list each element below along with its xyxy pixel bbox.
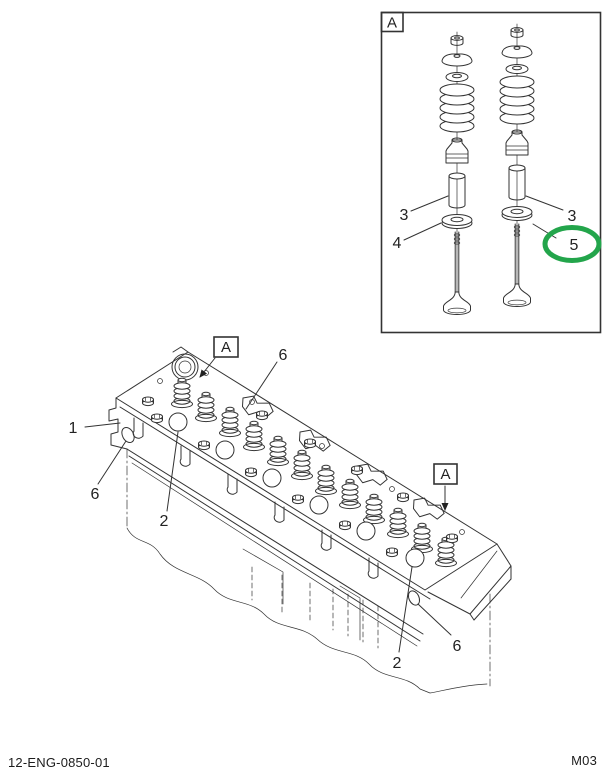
head-deck-outline — [115, 351, 498, 591]
main-callouts: 1 6 2 6 A A 2 6 — [69, 336, 462, 672]
detail-ref-top: A — [221, 339, 231, 356]
head-right-end — [427, 543, 512, 621]
inset-detail-label: A — [387, 15, 397, 32]
leader-port-left — [166, 431, 179, 512]
valve-assembly-left — [439, 31, 475, 315]
leader-head — [84, 422, 121, 428]
valve-assembly-right — [499, 23, 535, 307]
callout-seat-left: 4 — [393, 235, 402, 252]
callout-guide-right: 3 — [568, 208, 577, 225]
callout-hole-right: 6 — [453, 638, 462, 655]
callout-seat-right: 5 — [570, 237, 579, 254]
inset-detail-label-box — [380, 11, 404, 33]
leader-hole-left — [97, 440, 127, 485]
callout-guide-left: 3 — [400, 207, 409, 224]
leader-hole-right — [417, 603, 452, 636]
detail-ref-right: A — [440, 466, 450, 483]
cylinder-head-view: 1 6 2 6 A A 2 6 — [69, 336, 512, 694]
callout-boss-top: 6 — [279, 347, 288, 364]
highlight-circle — [542, 225, 602, 263]
callout-head: 1 — [69, 420, 78, 437]
leader-guide-left — [410, 195, 449, 212]
page-code: M03 — [571, 753, 597, 768]
thermostat-boss — [171, 353, 199, 381]
detail-inset: A 3 4 3 5 — [380, 11, 602, 334]
side-hole-left — [121, 426, 135, 444]
callout-hole-left: 6 — [91, 486, 100, 503]
leader-seat-left — [403, 222, 442, 241]
valve-spring-row — [171, 377, 457, 568]
detail-ref-box-top — [213, 336, 239, 358]
detail-arrow-top — [199, 357, 216, 378]
head-bolts — [142, 396, 458, 558]
callout-port-right: 2 — [393, 655, 402, 672]
injector-ports — [168, 412, 425, 568]
callout-port-left: 2 — [160, 513, 169, 530]
side-hole-right — [407, 590, 421, 606]
leader-port-right — [398, 566, 413, 653]
rocker-pedestals — [237, 392, 448, 526]
inset-border — [380, 11, 602, 334]
detail-ref-box-right — [433, 463, 458, 485]
deck-corner-tab — [172, 346, 189, 353]
figure-number: 12-ENG-0850-01 — [8, 755, 110, 770]
break-away-section — [126, 448, 491, 694]
leader-guide-right — [525, 195, 564, 211]
leader-boss-top — [245, 361, 278, 410]
